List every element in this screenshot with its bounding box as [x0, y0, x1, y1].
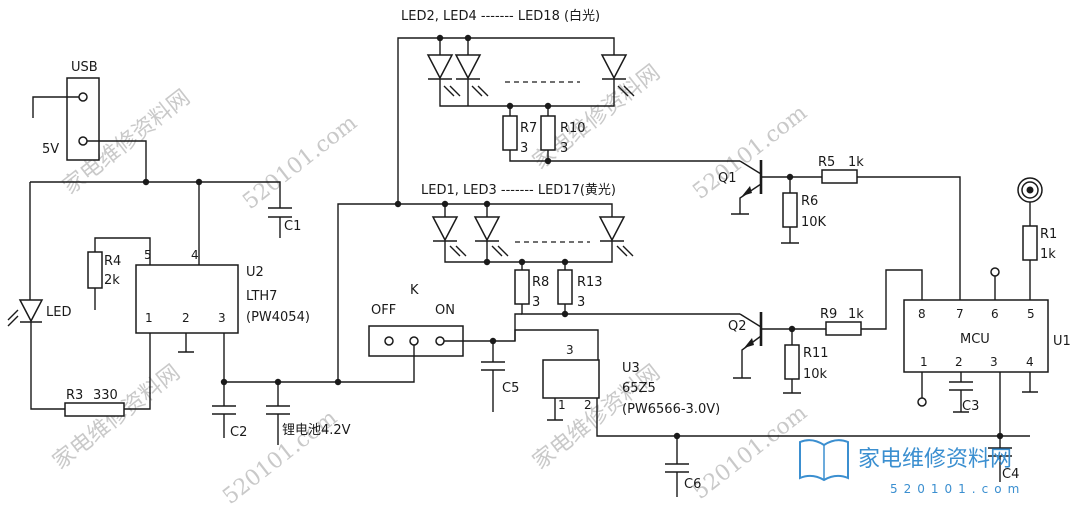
r7-value: 3	[520, 141, 528, 156]
r3-value: 330	[93, 388, 118, 403]
u2-pin3: 3	[218, 311, 226, 325]
r13-label: R13	[577, 275, 603, 290]
u2-pin5: 5	[144, 248, 152, 262]
resistor-r7: R7 3	[502, 106, 548, 162]
u3-label: U3	[622, 361, 640, 376]
yellow-led-group: LED1, LED3 ------- LED17(黄光)	[398, 183, 634, 266]
r11-label: R11	[803, 346, 829, 361]
mcu-pin3: 3	[990, 355, 998, 369]
r6-value: 10K	[801, 215, 827, 230]
transistor-q2: Q2	[728, 312, 826, 379]
capacitor-c5: C5	[481, 349, 519, 412]
usb-connector: USB 5V	[32, 60, 147, 182]
mcu-pin5: 5	[1027, 307, 1035, 321]
white-led-label: LED2, LED4 ------- LED18 (白光)	[401, 8, 600, 24]
off-label: OFF	[371, 303, 396, 318]
mcu-pin1: 1	[920, 355, 928, 369]
5v-label: 5V	[42, 142, 59, 157]
resistor-r3: R3 330	[64, 388, 125, 417]
resistor-r9: R9 1k	[820, 269, 923, 336]
c1-label: C1	[284, 219, 301, 234]
u2-pin1: 1	[145, 311, 153, 325]
mcu-pin7: 7	[956, 307, 964, 321]
mcu-pin4: 4	[1026, 355, 1034, 369]
input-rail	[29, 178, 281, 300]
resistor-r5: R5 1k	[818, 155, 961, 300]
book-icon	[799, 439, 849, 482]
r3-label: R3	[66, 388, 83, 403]
r11-value: 10k	[803, 367, 828, 382]
battery: 锂电池4.2V	[266, 382, 351, 445]
capacitor-c4: C4	[988, 432, 1019, 482]
u3-pin3: 3	[566, 343, 574, 357]
c6-label: C6	[684, 477, 701, 492]
c5-label: C5	[502, 381, 519, 396]
u3-pin2: 2	[584, 398, 592, 412]
mcu-pin2: 2	[955, 355, 963, 369]
capacitor-c3: C3	[949, 372, 979, 414]
k-label: K	[410, 283, 419, 298]
mcu-label: MCU	[960, 332, 990, 347]
brand-name: 家电维修资料网	[858, 447, 1012, 472]
u2-label: U2	[246, 265, 264, 280]
ic-u2: 5 4 1 2 3 U2 LTH7 (PW4054)	[124, 247, 310, 410]
u1-label: U1	[1053, 334, 1071, 349]
u3-name: 65Z5	[622, 381, 656, 396]
u3-pin1: 1	[558, 398, 566, 412]
watermark-tile: 家电维修资料网	[48, 360, 185, 475]
mcu-pin8: 8	[918, 307, 926, 321]
charge-led: LED	[7, 299, 71, 410]
u2-name: LTH7	[246, 289, 277, 304]
capacitor-c1: C1	[268, 207, 301, 238]
r8-label: R8	[532, 275, 549, 290]
r7-label: R7	[520, 121, 537, 136]
r13-value: 3	[577, 295, 585, 310]
brand-url: 520101.com	[890, 482, 1025, 496]
u2-pin2: 2	[182, 311, 190, 325]
r1-value: 1k	[1040, 247, 1056, 262]
c4-label: C4	[1002, 467, 1019, 482]
ic-mcu: MCU U1 8 7 6 5 1 2 3 4	[903, 267, 1071, 436]
r4-label: R4	[104, 254, 121, 269]
resistor-r11: R11 10k	[783, 329, 829, 394]
r4-value: 2k	[104, 273, 120, 288]
resistor-r4: R4 2k	[87, 237, 151, 310]
capacitor-c2: C2	[212, 382, 247, 440]
yellow-led-label: LED1, LED3 ------- LED17(黄光)	[421, 183, 616, 198]
c2-label: C2	[230, 425, 247, 440]
led-label: LED	[46, 305, 71, 320]
watermark-tile: 520101.com	[218, 405, 342, 509]
u2-pin4: 4	[191, 248, 199, 262]
switch-k: K OFF ON	[368, 283, 522, 357]
r10-label: R10	[560, 121, 586, 136]
resistor-r1: R1 1k	[1022, 202, 1057, 300]
white-led-group: LED2, LED4 ------- LED18 (白光)	[394, 8, 635, 208]
battery-label: 锂电池4.2V	[282, 423, 351, 438]
c3-label: C3	[962, 399, 979, 414]
u3-part: (PW6566-3.0V)	[622, 402, 720, 417]
q2-label: Q2	[728, 319, 747, 334]
r5-value: 1k	[848, 155, 864, 170]
usb-label: USB	[71, 60, 98, 75]
ic-u3: 3 1 2 U3 65Z5 (PW6566-3.0V)	[514, 329, 1030, 437]
r5-label: R5	[818, 155, 835, 170]
u2-part: (PW4054)	[246, 310, 310, 325]
q1-label: Q1	[718, 171, 737, 186]
r9-value: 1k	[848, 307, 864, 322]
mcu-pin6: 6	[991, 307, 999, 321]
r6-label: R6	[801, 194, 818, 209]
r10-value: 3	[560, 141, 568, 156]
resistor-r10: R10 3	[540, 106, 740, 165]
r1-label: R1	[1040, 227, 1057, 242]
watermark-tile: 520101.com	[238, 110, 362, 214]
brand-logo: 家电维修资料网 520101.com	[799, 439, 1025, 496]
resistor-r13: R13 3	[557, 262, 740, 318]
resistor-r6: R6 10K	[781, 177, 827, 244]
capacitor-c6: C6	[665, 432, 701, 497]
on-label: ON	[435, 303, 455, 318]
sensor-icon	[1017, 177, 1043, 203]
r8-value: 3	[532, 295, 540, 310]
r9-label: R9	[820, 307, 837, 322]
